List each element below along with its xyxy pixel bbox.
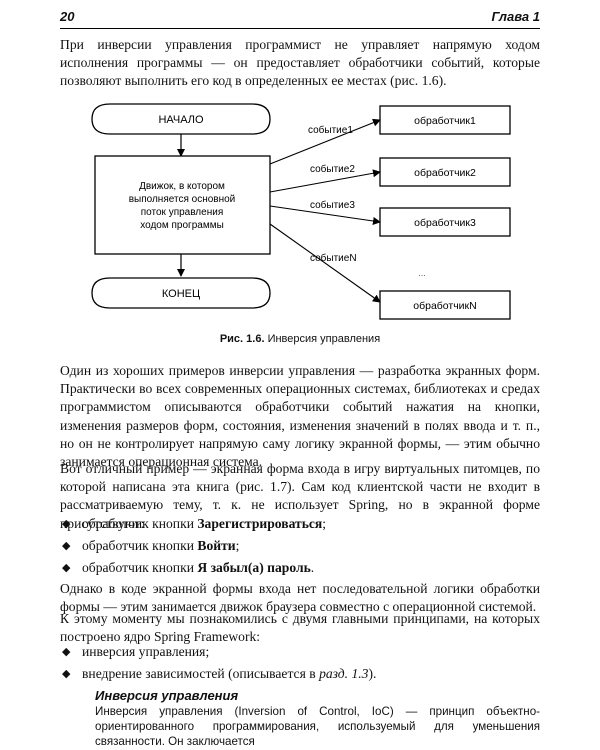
principles-list: ◆ инверсия управления; ◆ внедрение завис… (60, 643, 540, 687)
paragraph-example: Вот отличный пример — экранная форма вхо… (60, 461, 540, 531)
engine-line-2: выполняется основной (129, 194, 236, 205)
bullet-icon: ◆ (62, 668, 71, 680)
figure-label: Рис. 1.6. (219, 333, 265, 345)
bullet-icon: ◆ (62, 562, 71, 574)
handler-box-1 (379, 105, 511, 135)
bullet-icon: ◆ (62, 518, 71, 530)
list-item-punct: ). (368, 666, 377, 681)
list-item: ◆ обработчик кнопки Зарегистрироваться; (60, 515, 540, 537)
start-label: НАЧАЛО (158, 114, 204, 126)
ioc-diagram: НАЧАЛО Движок, в котором выполняется осн… (60, 96, 540, 334)
end-label: КОНЕЦ (162, 288, 200, 300)
handler-label-n: обработчикN (413, 300, 476, 312)
end-terminator (91, 277, 271, 309)
list-item: ◆ инверсия управления; (60, 643, 540, 665)
handler-label-1: обработчик1 (414, 115, 476, 127)
paragraph-principles: К этому моменту мы познакомились с двумя… (60, 611, 540, 645)
engine-line-3: поток управления (141, 207, 223, 218)
engine-line-4: ходом программы (140, 220, 224, 231)
button-name: Зарегистрироваться (197, 516, 323, 531)
handler-label-3: обработчик3 (414, 217, 476, 229)
start-terminator (91, 103, 271, 135)
intro-paragraph: При инверсии управления программист не у… (60, 37, 540, 89)
handler-box-n (379, 290, 511, 320)
sidebar-text: Инверсия управления (Inversion of Contro… (95, 705, 540, 748)
sidebar-title: Инверсия управления (95, 688, 239, 703)
list-item: ◆ обработчик кнопки Я забыл(а) пароль. (60, 559, 540, 581)
running-header: 20 Глава 1 (60, 6, 540, 29)
list-item-punct: ; (235, 538, 240, 553)
bullet-icon: ◆ (62, 540, 71, 552)
handler-box-3 (379, 207, 511, 237)
list-item-text: обработчик кнопки (82, 560, 198, 575)
handler-box-2 (379, 157, 511, 187)
list-item-punct: . (310, 560, 315, 575)
list-item-punct: ; (322, 516, 327, 531)
handler-ellipsis: ... (418, 268, 426, 278)
engine-line-1: Движок, в котором (139, 181, 225, 192)
button-name: Я забыл(а) пароль (197, 560, 311, 575)
list-item-text: обработчик кнопки (82, 516, 198, 531)
list-item: ◆ внедрение зависимостей (описывается в … (60, 665, 540, 687)
event-label-n: событиеN (310, 252, 357, 264)
bullet-icon: ◆ (62, 646, 71, 658)
ioc-diagram-svg: НАЧАЛО Движок, в котором выполняется осн… (91, 103, 511, 320)
event-arrow-2 (269, 169, 381, 193)
button-name: Войти (197, 538, 236, 553)
event-arrow-n (269, 223, 381, 303)
paragraph-no-logic: Однако в коде экранной формы входа нет п… (60, 581, 540, 615)
list-item-text: обработчик кнопки (82, 538, 198, 553)
list-item-text: инверсия управления; (82, 644, 210, 659)
handler-label-2: обработчик2 (414, 167, 476, 179)
section-reference: разд. 1.3 (319, 666, 369, 681)
figure-title: Инверсия управления (264, 333, 381, 345)
figure-caption: Рис. 1.6. Инверсия управления (60, 333, 540, 345)
event-label-3: событие3 (310, 199, 355, 211)
chapter-title: Глава 1 (491, 9, 540, 24)
engine-box (94, 155, 271, 255)
event-arrow-1 (269, 118, 381, 165)
paragraph-forms: Один из хороших примеров инверсии управл… (60, 363, 540, 470)
list-item: ◆ обработчик кнопки Войти; (60, 537, 540, 559)
list-item-text: внедрение зависимостей (описывается в (82, 666, 320, 681)
event-label-2: событие2 (310, 163, 355, 175)
page-number: 20 (60, 9, 75, 24)
event-arrow-3 (269, 205, 381, 225)
event-label-1: событие1 (308, 124, 353, 136)
handlers-list: ◆ обработчик кнопки Зарегистрироваться; … (60, 515, 540, 581)
